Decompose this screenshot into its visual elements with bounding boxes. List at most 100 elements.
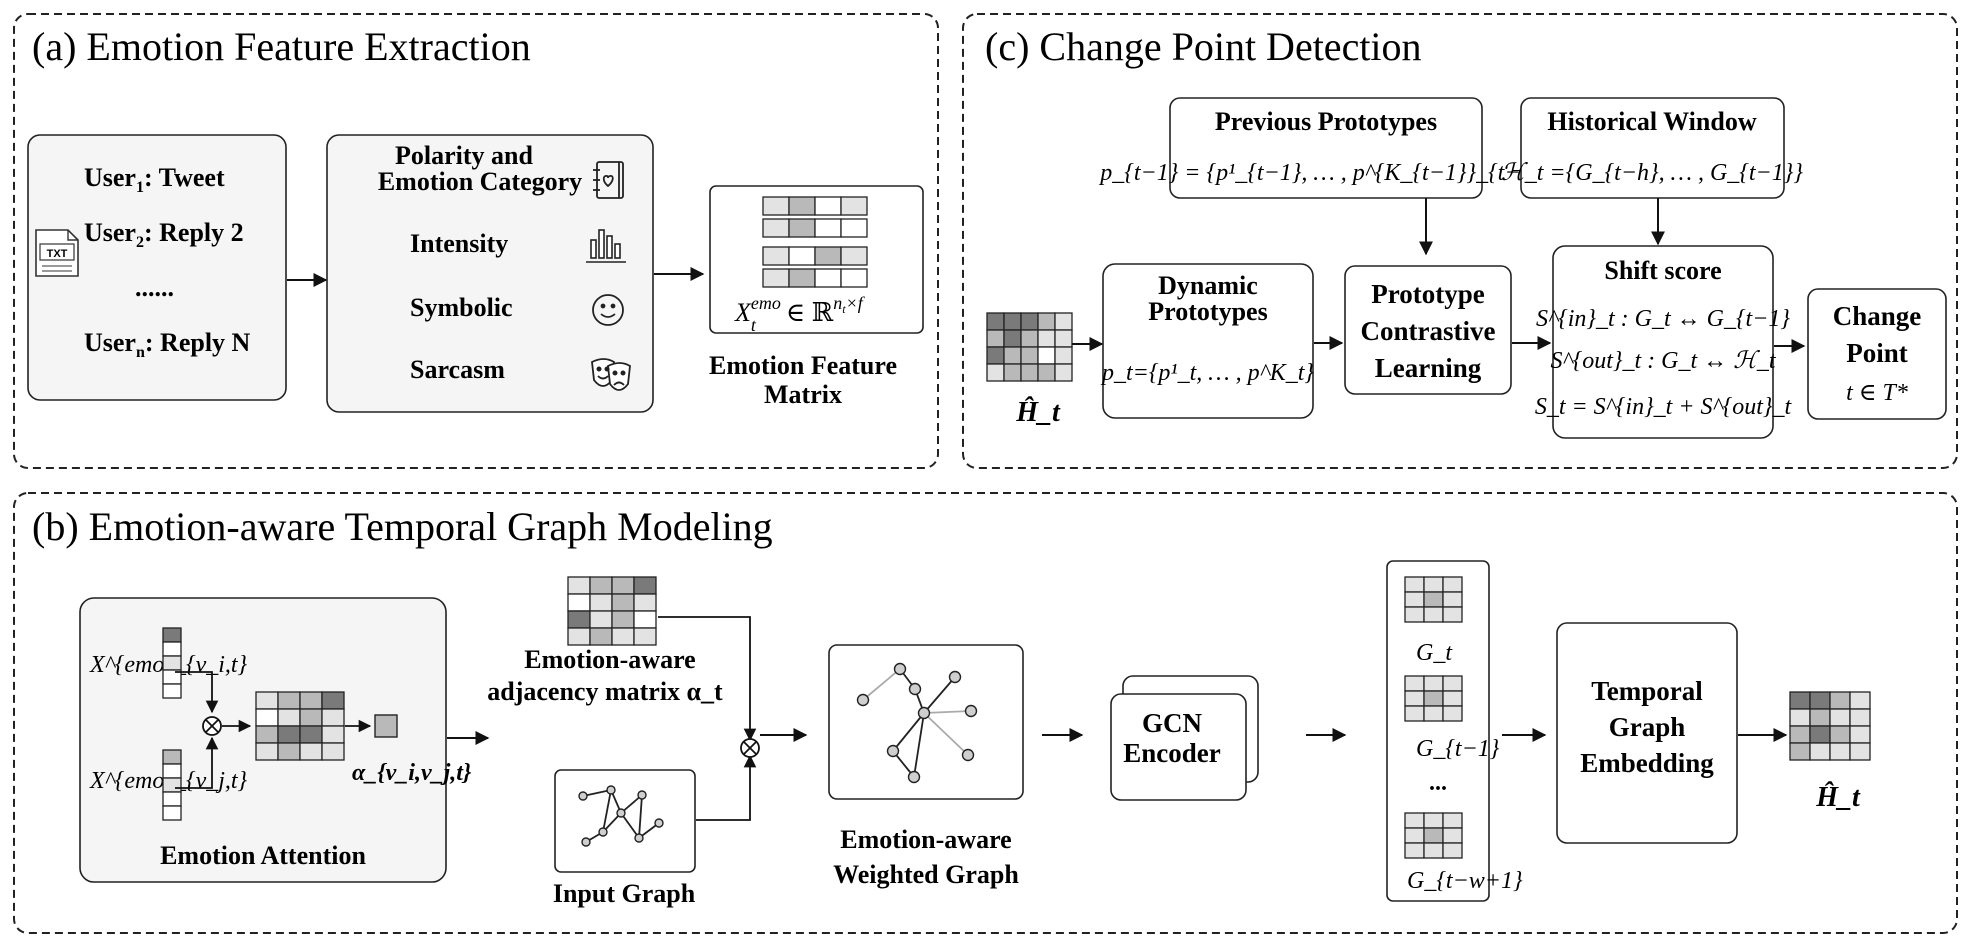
attention-cell — [255, 708, 279, 727]
h-hat-cell — [1003, 312, 1022, 331]
historical-window-box — [1520, 97, 1785, 199]
h-hat-cell — [1003, 363, 1022, 382]
h-hat-cell — [1037, 329, 1056, 348]
snapshot-cell — [1404, 705, 1425, 722]
graph-snapshot-matrices — [1404, 576, 1463, 859]
adjacency-cell — [567, 627, 591, 646]
change-point-line1: Change — [1833, 301, 1922, 331]
user-1-line: User1: Tweet — [84, 163, 225, 196]
output-cell — [1849, 742, 1871, 761]
input-graph-edge — [602, 789, 612, 833]
temporal-embedding-line1: Temporal — [1591, 676, 1703, 706]
weighted-graph-box — [828, 644, 1024, 800]
panel-c: (c) Change Point Detection Previous Prot… — [962, 13, 1958, 469]
weighting-operator — [740, 738, 760, 758]
input-graph-edge — [638, 794, 643, 839]
h-hat-matrix — [986, 312, 1073, 382]
historical-window-title: Historical Window — [1547, 107, 1756, 136]
attention-cell — [255, 725, 279, 744]
shift-score-out: S^{out}_t : G_t ↔ ℋ_t — [1550, 348, 1776, 374]
feature-matrix-cell — [814, 218, 842, 238]
panel-a-title: (a) Emotion Feature Extraction — [32, 24, 531, 69]
change-point-formula: t ∈ T* — [1846, 380, 1908, 406]
output-cell — [1789, 725, 1811, 744]
attention-cell — [321, 725, 345, 744]
user-2-line: User2: Reply 2 — [84, 218, 244, 251]
polarity-label-line2: Emotion Category — [378, 167, 582, 196]
snapshot-cell — [1442, 576, 1463, 593]
previous-prototypes-formula: p_{t−1} = {p¹_{t−1}, … , p^{K_{t−1}}_{t−… — [1098, 160, 1552, 186]
h-hat-cell — [1037, 312, 1056, 331]
h-hat-cell — [1020, 346, 1039, 365]
output-cell — [1789, 708, 1811, 727]
feature-matrix-cell — [762, 246, 790, 266]
arrow-adjacency-to-combine — [658, 616, 757, 742]
arrow-vi-to-product — [175, 671, 219, 714]
output-cell — [1809, 708, 1831, 727]
snapshot-cell — [1442, 842, 1463, 859]
adjacency-cell — [611, 576, 635, 595]
snapshot-cell — [1404, 812, 1425, 829]
adjacency-label-line2: adjacency matrix α_t — [487, 677, 723, 706]
previous-prototypes-title: Previous Prototypes — [1215, 107, 1437, 136]
dynamic-prototypes-line2: Prototypes — [1148, 297, 1267, 326]
snapshot-cell — [1442, 606, 1463, 623]
attention-cell — [277, 708, 301, 727]
polarity-label-line1: Polarity and — [395, 141, 533, 170]
input-graph-node — [637, 790, 647, 800]
snapshot-cell — [1442, 827, 1463, 844]
snapshot-cell — [1404, 606, 1425, 623]
shift-score-title: Shift score — [1604, 256, 1721, 285]
h-hat-cell — [1020, 312, 1039, 331]
snapshot-cell — [1423, 827, 1444, 844]
dynamic-prototypes-line1: Dynamic — [1158, 271, 1258, 300]
h-hat-cell — [986, 312, 1005, 331]
vector-vj-cell — [162, 791, 182, 807]
input-graph-edge — [582, 789, 612, 797]
feature-matrix-cell — [814, 268, 842, 288]
feature-matrix-label-line2: Matrix — [764, 380, 842, 409]
theater-masks-icon — [591, 358, 631, 391]
h-hat-cell — [1054, 363, 1073, 382]
panel-a: (a) Emotion Feature Extraction User1: Tw… — [13, 13, 939, 469]
emotion-features-box — [326, 134, 654, 413]
vector-vj-cell — [162, 763, 182, 779]
attention-cell — [321, 708, 345, 727]
attention-cell — [255, 691, 279, 710]
emotion-adjacency-matrix — [567, 576, 657, 646]
h-hat-cell — [1003, 346, 1022, 365]
snapshot-cell — [1442, 705, 1463, 722]
gcn-encoder-line1: GCN — [1142, 708, 1203, 738]
output-cell — [1829, 725, 1851, 744]
feature-matrix-cell — [762, 218, 790, 238]
snapshot-cell — [1423, 842, 1444, 859]
dynamic-prototypes-formula: p_t={p¹_t, … , p^K_t} — [1100, 360, 1314, 386]
weighted-graph-node — [948, 670, 962, 684]
snapshot-cell — [1423, 591, 1444, 608]
user-posts-box — [27, 134, 287, 401]
adjacency-cell — [611, 593, 635, 612]
snapshot-cell — [1404, 591, 1425, 608]
vector-vi-cell — [162, 655, 182, 671]
alpha-label: α_{v_i,v_j,t} — [352, 760, 472, 786]
weighted-graph-edge — [923, 676, 956, 714]
panel-a-border — [13, 13, 939, 469]
previous-prototypes-box — [1169, 97, 1483, 199]
adjacency-label-line1: Emotion-aware — [524, 645, 695, 674]
input-graph-node — [578, 791, 588, 801]
feature-matrix-cell — [814, 246, 842, 266]
feature-matrix-cell — [840, 268, 868, 288]
snapshot-cell — [1423, 675, 1444, 692]
weighted-graph-node — [907, 770, 921, 784]
attention-matrix — [255, 691, 345, 761]
input-graph-label: Input Graph — [553, 879, 696, 908]
output-cell — [1809, 691, 1831, 710]
h-hat-cell — [1020, 329, 1039, 348]
feature-matrix-cell — [762, 268, 790, 288]
weighted-graph-node — [886, 744, 900, 758]
adjacency-cell — [589, 627, 613, 646]
adjacency-cell — [611, 627, 635, 646]
output-cell — [1849, 725, 1871, 744]
